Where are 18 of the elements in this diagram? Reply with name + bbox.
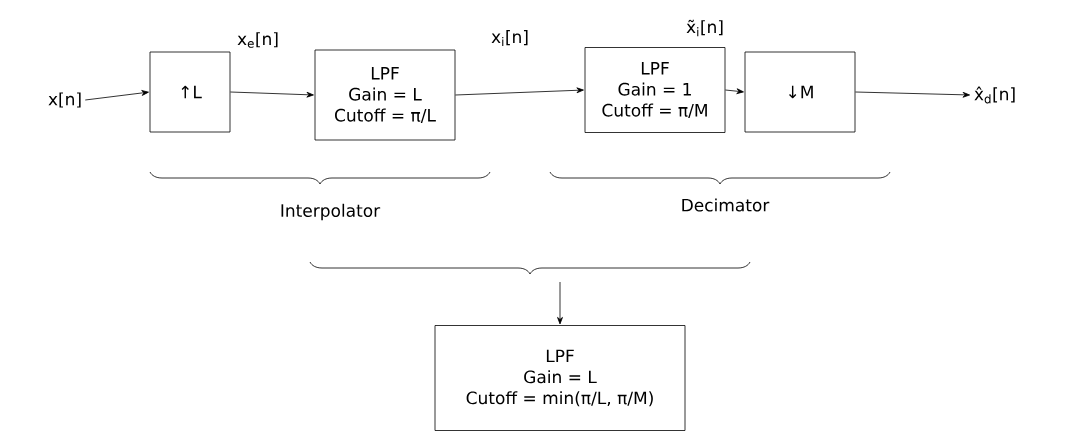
edge-label: x$_{i}$[n] — [489, 28, 531, 48]
block-box: ↑L — [149, 51, 231, 133]
edge-label: x̃$_{i}$[n] — [684, 17, 726, 39]
arrow — [725, 88, 744, 95]
block-box: LPF Gain = L Cutoff = π/L — [314, 49, 456, 141]
arrow — [455, 87, 584, 96]
arrow — [855, 91, 970, 98]
edge-label: x$_{e}$[n] — [235, 30, 281, 50]
arrow — [84, 90, 149, 101]
arrow — [557, 281, 563, 325]
signal-text: x̂$_{d}$[n] — [974, 86, 1015, 104]
group-label: Interpolator — [281, 203, 381, 221]
block-box: LPF Gain = L Cutoff = min(π/L, π/M) — [434, 325, 686, 431]
signal-text: x[n] — [48, 92, 81, 108]
block-box: LPF Gain = 1 Cutoff = π/M — [584, 47, 726, 133]
block-box: ↓M — [744, 51, 856, 133]
group-label: Decimator — [682, 198, 770, 212]
arrow — [230, 91, 314, 98]
